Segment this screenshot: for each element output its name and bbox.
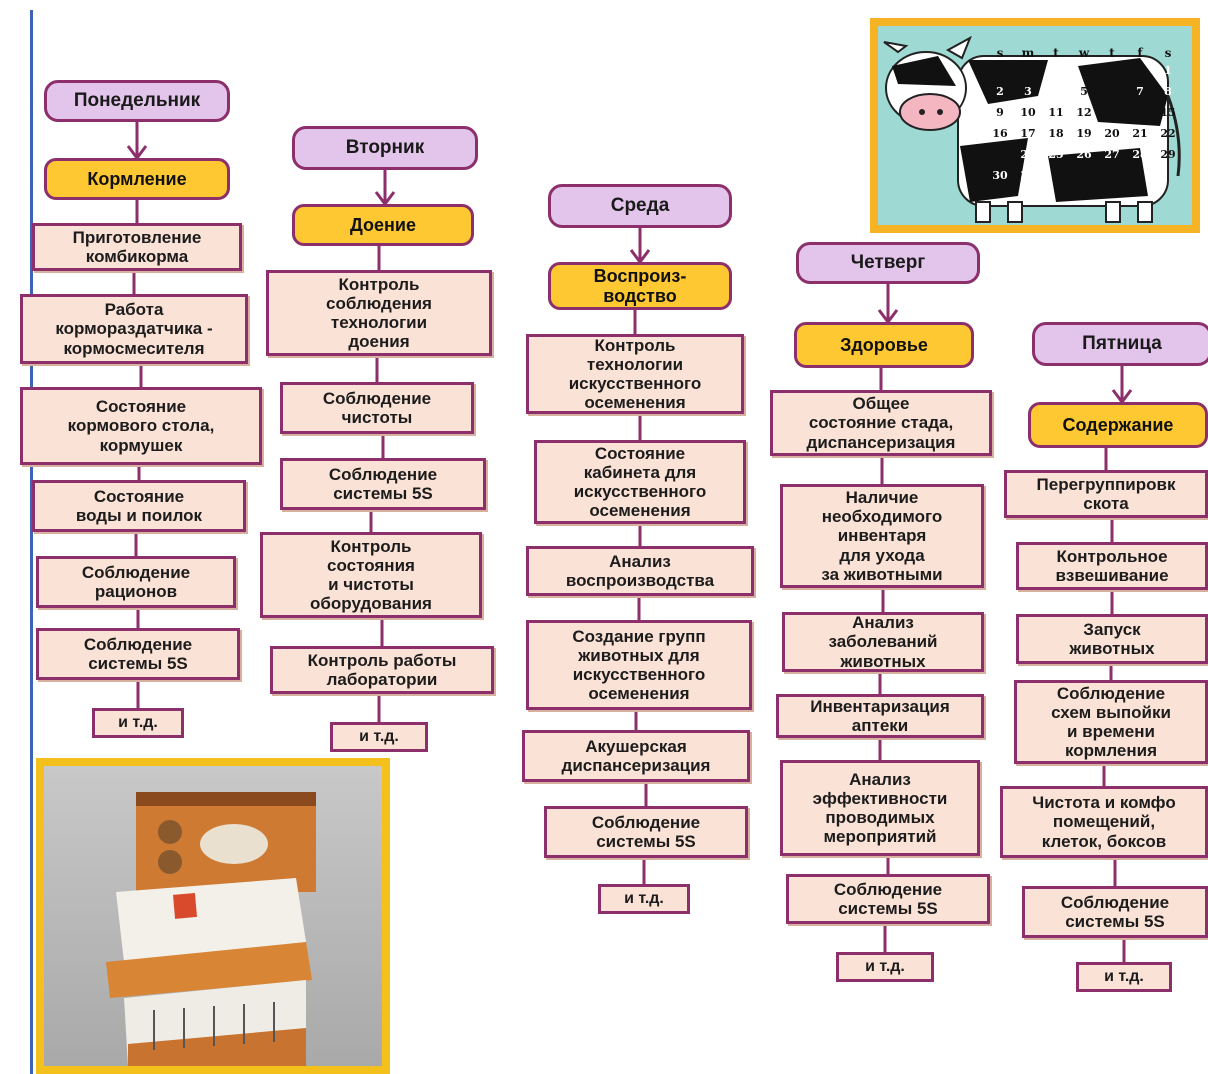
cow-calendar-day: 18 xyxy=(1048,127,1064,140)
topic-box-2: Воспроиз- водство xyxy=(548,262,732,310)
cow-calendar-day: 13 xyxy=(1104,106,1120,119)
etc-box-4: и т.д. xyxy=(1076,962,1172,992)
cow-calendar-day: 5 xyxy=(1080,85,1088,98)
task-box-4-4: Чистота и комфо помещений, клеток, боксо… xyxy=(1000,786,1208,858)
task-box-4-2: Запуск животных xyxy=(1016,614,1208,664)
cow-calendar-day: 19 xyxy=(1076,127,1092,140)
task-box-0-2: Состояние кормового стола, кормушек xyxy=(20,387,262,465)
topic-box-1: Доение xyxy=(292,204,474,246)
task-box-0-3: Состояние воды и поилок xyxy=(32,480,246,532)
topic-box-4: Содержание xyxy=(1028,402,1208,448)
task-box-2-5: Соблюдение системы 5S xyxy=(544,806,748,858)
day-box-0: Понедельник xyxy=(44,80,230,122)
cow-calendar-day: 29 xyxy=(1160,148,1176,161)
task-box-3-1: Наличие необходимого инвентаря для ухода… xyxy=(780,484,984,588)
cow-calendar-day: 2 xyxy=(996,85,1004,98)
task-box-3-4: Анализ эффективности проводимых мероприя… xyxy=(780,760,980,856)
cow-calendar-day: 3 xyxy=(1024,85,1032,98)
cow-calendar-day: 26 xyxy=(1076,148,1092,161)
task-box-4-5: Соблюдение системы 5S xyxy=(1022,886,1208,938)
cow-calendar-day: 17 xyxy=(1020,127,1036,140)
task-box-3-2: Анализ заболеваний животных xyxy=(782,612,984,672)
task-box-0-4: Соблюдение рационов xyxy=(36,556,236,608)
cow-calendar-day: 28 xyxy=(1132,148,1148,161)
task-box-2-0: Контроль технологии искусственного осеме… xyxy=(526,334,744,414)
cow-calendar-day: 31 xyxy=(1020,169,1036,182)
cow-calendar-day: 21 xyxy=(1132,127,1148,140)
day-box-1: Вторник xyxy=(292,126,478,170)
task-box-1-2: Соблюдение системы 5S xyxy=(280,458,486,510)
task-box-0-5: Соблюдение системы 5S xyxy=(36,628,240,680)
task-box-2-2: Анализ воспроизводства xyxy=(526,546,754,596)
cow-calendar-weekday: m xyxy=(1021,46,1035,60)
task-box-0-1: Работа кормораздатчика - кормосмесителя xyxy=(20,294,248,364)
task-box-1-1: Соблюдение чистоты xyxy=(280,382,474,434)
task-box-2-3: Создание групп животных для искусственно… xyxy=(526,620,752,710)
etc-box-2: и т.д. xyxy=(598,884,690,914)
task-box-3-3: Инвентаризация аптеки xyxy=(776,694,984,738)
cow-calendar-day: 8 xyxy=(1164,85,1172,98)
topic-box-3: Здоровье xyxy=(794,322,974,368)
task-box-1-3: Контроль состояния и чистоты оборудовани… xyxy=(260,532,482,618)
cow-calendar-day: 15 xyxy=(1160,106,1176,119)
task-box-3-5: Соблюдение системы 5S xyxy=(786,874,990,924)
topic-box-0: Кормление xyxy=(44,158,230,200)
task-box-4-1: Контрольное взвешивание xyxy=(1016,542,1208,590)
cow-calendar-day: 22 xyxy=(1160,127,1176,140)
cow-calendar-day: 27 xyxy=(1104,148,1120,161)
day-box-3: Четверг xyxy=(796,242,980,284)
cow-calendar-weekday: s xyxy=(996,46,1004,60)
etc-box-0: и т.д. xyxy=(92,708,184,738)
wall-calendar-image xyxy=(44,766,382,1066)
cow-calendar-weekday: t xyxy=(1053,46,1059,60)
etc-box-3: и т.д. xyxy=(836,952,934,982)
task-box-2-4: Акушерская диспансеризация xyxy=(522,730,750,782)
left-accent-line xyxy=(30,10,33,1074)
cow-calendar-weekday: f xyxy=(1137,46,1143,60)
task-box-4-0: Перегруппировк скота xyxy=(1004,470,1208,518)
task-box-3-0: Общее состояние стада, диспансеризация xyxy=(770,390,992,456)
task-box-0-0: Приготовление комбикорма xyxy=(32,223,242,271)
cow-calendar-day: 12 xyxy=(1076,106,1092,119)
cow-calendar-day: 30 xyxy=(992,169,1008,182)
wall-calendar-photo xyxy=(36,758,390,1074)
task-box-1-0: Контроль соблюдения технологии доения xyxy=(266,270,492,356)
cow-calendar-day: 25 xyxy=(1048,148,1064,161)
cow-calendar-weekday: w xyxy=(1078,46,1090,60)
task-box-1-4: Контроль работы лаборатории xyxy=(270,646,494,694)
cow-calendar-day: 9 xyxy=(996,106,1004,119)
cow-calendar-day: 23 xyxy=(992,148,1008,161)
task-box-4-3: Соблюдение схем выпойки и времени кормле… xyxy=(1014,680,1208,764)
cow-calendar-day: 7 xyxy=(1136,85,1144,98)
cow-calendar-weekday: s xyxy=(1164,46,1172,60)
cow-calendar-day: 10 xyxy=(1020,106,1036,119)
cow-calendar-day: 20 xyxy=(1104,127,1120,140)
cow-calendar-day: 1 xyxy=(1164,64,1172,77)
cow-calendar-weekday: t xyxy=(1109,46,1115,60)
etc-box-1: и т.д. xyxy=(330,722,428,752)
cow-calendar-day: 6 xyxy=(1108,85,1116,98)
cow-calendar-day: 16 xyxy=(992,127,1008,140)
day-box-2: Среда xyxy=(548,184,732,228)
cow-calendar-day: 4 xyxy=(1052,85,1060,98)
cow-calendar-day: 14 xyxy=(1132,106,1148,119)
cow-calendar-day: 24 xyxy=(1020,148,1036,161)
task-box-2-1: Состояние кабинета для искусственного ос… xyxy=(534,440,746,524)
day-box-4: Пятница xyxy=(1032,322,1208,366)
cow-calendar-day: 11 xyxy=(1048,106,1064,119)
